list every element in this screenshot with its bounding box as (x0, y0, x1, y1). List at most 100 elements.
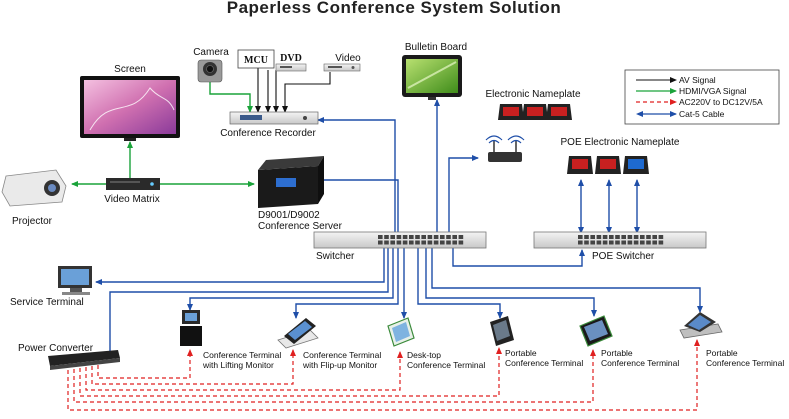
switch-port (390, 235, 395, 239)
switch-port (590, 235, 595, 239)
wifi-router-device (485, 135, 525, 162)
conference-recorder-label: Conference Recorder (220, 128, 316, 139)
switch-port (433, 240, 439, 245)
projector-label: Projector (12, 216, 53, 227)
conference-recorder-device (229, 111, 319, 125)
terminal-portable-3 (679, 312, 723, 339)
service-terminal-device (58, 266, 92, 295)
switch-port (640, 240, 645, 245)
video-matrix-device (106, 178, 160, 190)
switch-port (627, 240, 633, 245)
switch-port (596, 240, 602, 245)
switch-port (402, 240, 408, 245)
switch-port (378, 240, 383, 245)
video-label: Video (335, 53, 361, 64)
switch-port (452, 235, 457, 239)
bulletin-board-device (402, 55, 462, 100)
switch-port (646, 240, 651, 245)
switch-port (440, 240, 445, 245)
screen-tv (80, 76, 180, 141)
electronic-nameplate-group (498, 104, 572, 120)
terminal-desktop (387, 317, 415, 347)
switch-port (384, 240, 389, 245)
terminal-1-line2: with Lifting Monitor (202, 360, 274, 370)
switch-port (409, 235, 414, 239)
nameplate-icon (595, 156, 621, 174)
page-title: Paperless Conference System Solution (227, 0, 562, 17)
terminal-5-line1: Portable (601, 348, 633, 358)
terminal-6-line2: Conference Terminal (706, 358, 784, 368)
switch-port (396, 235, 402, 239)
power-converter-label: Power Converter (18, 343, 94, 354)
switch-port (652, 240, 657, 245)
switch-port (415, 240, 420, 245)
nameplate-icon (546, 104, 572, 120)
switch-port (658, 240, 664, 245)
terminal-lifting-monitor (180, 310, 202, 346)
legend-power-label: AC220V to DC12V/5A (679, 97, 763, 107)
legend: AV Signal HDMI/VGA Signal AC220V to DC12… (624, 69, 780, 125)
switch-port (378, 235, 383, 239)
switcher-label: Switcher (316, 251, 355, 262)
poe-switcher-device (533, 231, 707, 249)
nameplate-icon (522, 104, 548, 120)
switch-port (421, 235, 426, 239)
legend-hdmi-label: HDMI/VGA Signal (679, 86, 747, 96)
switch-port (627, 235, 633, 239)
av-lines (255, 68, 331, 113)
switch-port (602, 240, 608, 245)
switch-port (658, 235, 664, 239)
switch-port (390, 240, 395, 245)
poe-nameplate-group (567, 156, 649, 174)
poe-nameplate-label: POE Electronic Nameplate (561, 137, 680, 148)
switch-port (415, 235, 420, 239)
hdmi-lines (71, 82, 255, 187)
terminal-4-line1: Portable (505, 348, 537, 358)
video-matrix-label: Video Matrix (104, 194, 159, 205)
terminal-flip-up-monitor (277, 318, 319, 349)
switch-port (427, 235, 433, 239)
switch-port (602, 235, 608, 239)
terminal-4-line2: Conference Terminal (505, 358, 583, 368)
switch-port (652, 235, 657, 239)
switch-port (621, 235, 626, 239)
switch-port (446, 240, 451, 245)
server-label-line2: Conference Server (258, 221, 343, 232)
switch-port (433, 235, 439, 239)
switch-port (584, 240, 589, 245)
bulletin-board-label: Bulletin Board (405, 42, 467, 53)
terminal-6-line1: Portable (706, 348, 738, 358)
switch-port (409, 240, 414, 245)
power-converter-device (48, 350, 120, 370)
switch-port (615, 240, 620, 245)
switch-port (452, 240, 457, 245)
switch-port (621, 240, 626, 245)
camera-label: Camera (193, 47, 229, 58)
switch-port (609, 235, 614, 239)
switch-port (633, 235, 639, 239)
legend-av-label: AV Signal (679, 75, 716, 85)
switch-port (427, 240, 433, 245)
switch-port (421, 240, 426, 245)
switch-port (615, 235, 620, 239)
cat5-lines (95, 99, 703, 352)
terminal-3-line1: Desk-top (407, 350, 441, 360)
dvd-label: DVD (280, 53, 302, 64)
service-terminal-label: Service Terminal (10, 297, 84, 308)
terminal-3-line2: Conference Terminal (407, 360, 485, 370)
camera-device (197, 59, 223, 83)
conference-server-device (258, 156, 324, 208)
switch-port (590, 240, 595, 245)
switch-port (458, 235, 464, 239)
nameplate-icon (623, 156, 649, 174)
nameplate-icon (498, 104, 524, 120)
projector-device (1, 169, 67, 207)
switch-port (633, 240, 639, 245)
switch-port (402, 235, 408, 239)
switch-port (646, 235, 651, 239)
switcher-device (313, 231, 487, 249)
switch-port (384, 235, 389, 239)
dvd-device: DVD (275, 53, 307, 72)
switch-port (584, 235, 589, 239)
